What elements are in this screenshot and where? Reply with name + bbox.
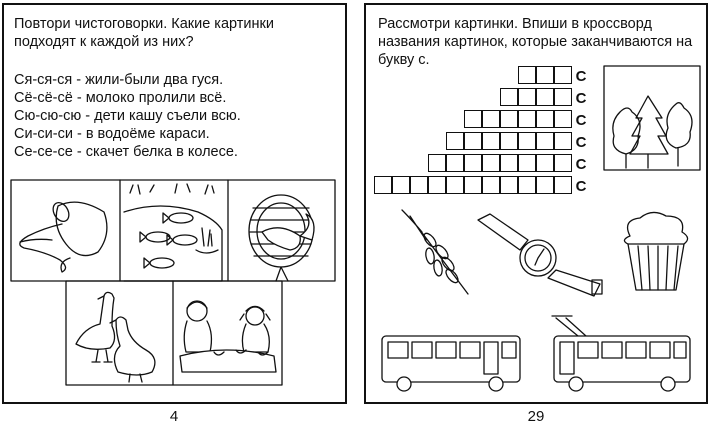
picture-panels-bottom	[65, 280, 283, 386]
crossword-cell[interactable]	[518, 132, 536, 150]
page-number-right: 29	[527, 408, 545, 425]
right-task-line-1: Рассмотри картинки. Впиши в кроссворд	[378, 16, 652, 32]
crossword-cell[interactable]	[428, 176, 446, 194]
children-eating-porridge-icon	[179, 300, 277, 373]
crossword-letter: С	[575, 90, 587, 107]
muffin-icon	[623, 211, 689, 291]
crossword-cell[interactable]	[482, 110, 500, 128]
right-task-line-2: названия картинок, которые заканчиваются…	[378, 34, 693, 50]
crossword-cell[interactable]	[536, 132, 554, 150]
crossword-cell[interactable]	[500, 88, 518, 106]
crossword-cell[interactable]	[554, 110, 572, 128]
tongue-twister-1: Ся-ся-ся - жили-были два гуся.	[14, 72, 224, 88]
crossword-cell[interactable]	[410, 176, 428, 194]
crossword-cell[interactable]	[464, 132, 482, 150]
crossword-cell[interactable]	[518, 110, 536, 128]
crossword-cell[interactable]	[464, 110, 482, 128]
crossword-cell[interactable]	[518, 154, 536, 172]
crossword-letter: С	[575, 134, 587, 151]
crossword-cell[interactable]	[554, 176, 572, 194]
tongue-twister-5: Се-се-се - скачет белка в колесе.	[14, 144, 238, 160]
crossword-cell[interactable]	[500, 132, 518, 150]
crossword-cell[interactable]	[554, 66, 572, 84]
crossword-cell[interactable]	[554, 88, 572, 106]
crossword-cell[interactable]	[374, 176, 392, 194]
page-number-left: 4	[169, 408, 179, 425]
crossword-letter: С	[575, 112, 587, 129]
crossword-cell[interactable]	[464, 154, 482, 172]
spilled-milk-cup-icon	[19, 201, 108, 273]
crossword-cell[interactable]	[500, 176, 518, 194]
left-page: Повтори чистоговорки. Какие картинки под…	[2, 3, 347, 404]
wheat-ear-icon	[401, 209, 469, 295]
left-task-text: Повтори чистоговорки. Какие картинки под…	[14, 15, 274, 51]
right-task-text: Рассмотри картинки. Впиши в кроссворд на…	[378, 15, 703, 69]
crossword-cell[interactable]	[554, 132, 572, 150]
crossword-cell[interactable]	[536, 66, 554, 84]
squirrel-in-wheel-icon	[248, 194, 315, 282]
crossword-cell[interactable]	[500, 110, 518, 128]
crossword-cell[interactable]	[536, 154, 554, 172]
crossword-cell[interactable]	[500, 154, 518, 172]
tongue-twister-list: Ся-ся-ся - жили-были два гуся. Сё-сё-сё …	[14, 71, 241, 161]
tongue-twister-2: Сё-сё-сё - молоко пролили всё.	[14, 90, 227, 106]
crossword-letter: С	[575, 156, 587, 173]
tongue-twister-4: Си-си-си - в водоёме караси.	[14, 126, 210, 142]
crossword-cell[interactable]	[446, 154, 464, 172]
crossword-cell[interactable]	[536, 176, 554, 194]
pond-with-fish-icon	[123, 183, 223, 282]
left-task-line-1: Повтори чистоговорки. Какие картинки	[14, 16, 274, 32]
crossword-cell[interactable]	[428, 154, 446, 172]
crossword-cell[interactable]	[482, 154, 500, 172]
crossword-cell[interactable]	[536, 88, 554, 106]
crossword-cell[interactable]	[518, 88, 536, 106]
crossword-cell[interactable]	[464, 176, 482, 194]
crossword-cell[interactable]	[446, 132, 464, 150]
forest-icon	[603, 65, 701, 171]
right-task-line-3: букву с.	[378, 52, 430, 68]
bus-icon	[381, 335, 521, 392]
left-task-line-2: подходят к каждой из них?	[14, 34, 194, 50]
crossword-letter: С	[575, 178, 587, 195]
crossword-cell[interactable]	[518, 66, 536, 84]
two-geese-icon	[75, 291, 156, 383]
crossword-cell[interactable]	[518, 176, 536, 194]
crossword-grid	[374, 66, 590, 198]
crossword-cell[interactable]	[536, 110, 554, 128]
crossword-cell[interactable]	[482, 176, 500, 194]
crossword-cell[interactable]	[554, 154, 572, 172]
crossword-cell[interactable]	[446, 176, 464, 194]
wristwatch-icon	[477, 213, 603, 297]
crossword-letter: С	[575, 68, 587, 85]
tongue-twister-3: Сю-сю-сю - дети кашу съели всю.	[14, 108, 241, 124]
crossword-cell[interactable]	[482, 132, 500, 150]
crossword-cell[interactable]	[392, 176, 410, 194]
trolleybus-icon	[551, 315, 691, 392]
